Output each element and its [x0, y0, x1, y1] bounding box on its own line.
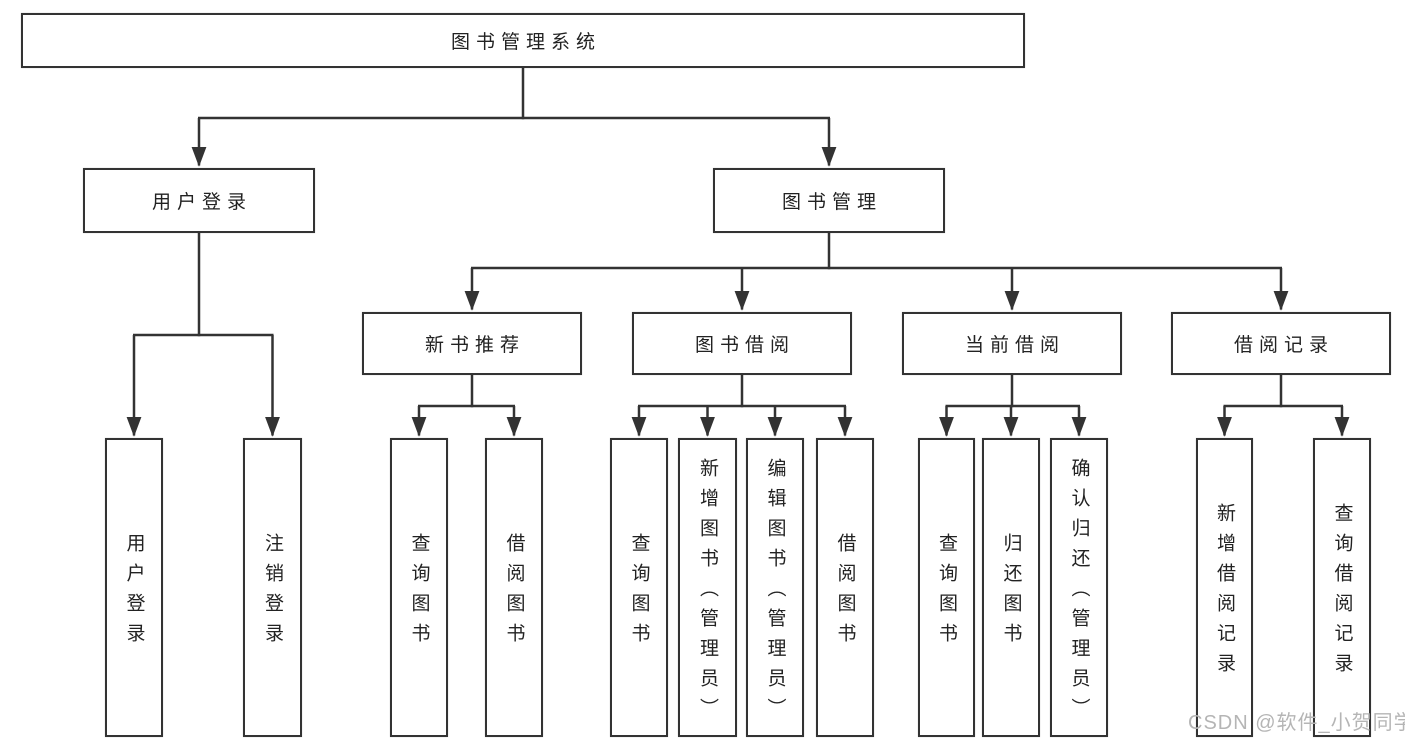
leaf-logout: 注销登录: [243, 438, 302, 737]
leaf-br-query-record: 查询借阅记录: [1313, 438, 1371, 737]
node-label: 图书管理: [781, 192, 882, 213]
node-current-borrow: 当前借阅: [902, 312, 1122, 375]
node-label: 借阅图书: [834, 532, 856, 653]
node-label: 图书借阅: [694, 335, 795, 356]
leaf-rec-borrow-book: 借阅图书: [485, 438, 543, 737]
node-label: 新增图书（管理员）: [697, 457, 718, 728]
leaf-cb-confirm-return-admin: 确认归还（管理员）: [1050, 438, 1108, 737]
leaf-br-add-record: 新增借阅记录: [1196, 438, 1253, 737]
leaf-cb-return-book: 归还图书: [982, 438, 1040, 737]
node-borrow-records: 借阅记录: [1171, 312, 1391, 375]
node-label: 用户登录: [151, 192, 252, 213]
leaf-bb-borrow-book: 借阅图书: [816, 438, 874, 737]
node-label: 借阅记录: [1233, 335, 1334, 356]
leaf-user-login: 用户登录: [105, 438, 163, 737]
node-label: 新增借阅记录: [1214, 502, 1235, 683]
leaf-bb-edit-book-admin: 编辑图书（管理员）: [746, 438, 804, 737]
node-label: 借阅图书: [503, 532, 525, 653]
leaf-bb-query-book: 查询图书: [610, 438, 668, 737]
node-label: 当前借阅: [964, 335, 1065, 356]
node-label: 用户登录: [123, 532, 145, 653]
leaf-cb-query-book: 查询图书: [918, 438, 975, 737]
node-user-login: 用户登录: [83, 168, 315, 233]
watermark-text: CSDN @软件_小贺同学: [1188, 712, 1405, 734]
node-label: 注销登录: [262, 532, 283, 653]
leaf-bb-add-book-admin: 新增图书（管理员）: [678, 438, 737, 737]
node-book-mgmt: 图书管理: [713, 168, 945, 233]
node-label: 查询图书: [408, 532, 430, 653]
node-label: 编辑图书（管理员）: [764, 457, 786, 728]
node-label: 图书管理系统: [450, 32, 601, 53]
node-label: 新书推荐: [424, 335, 525, 356]
leaf-rec-query-book: 查询图书: [390, 438, 448, 737]
node-label: 查询图书: [628, 532, 650, 653]
node-book-borrow: 图书借阅: [632, 312, 852, 375]
node-new-book-recommend: 新书推荐: [362, 312, 582, 375]
node-label: 归还图书: [1000, 532, 1022, 653]
node-label: 确认归还（管理员）: [1068, 457, 1090, 728]
node-label: 查询图书: [936, 532, 957, 653]
node-label: 查询借阅记录: [1331, 502, 1353, 683]
node-root: 图书管理系统: [21, 13, 1025, 68]
